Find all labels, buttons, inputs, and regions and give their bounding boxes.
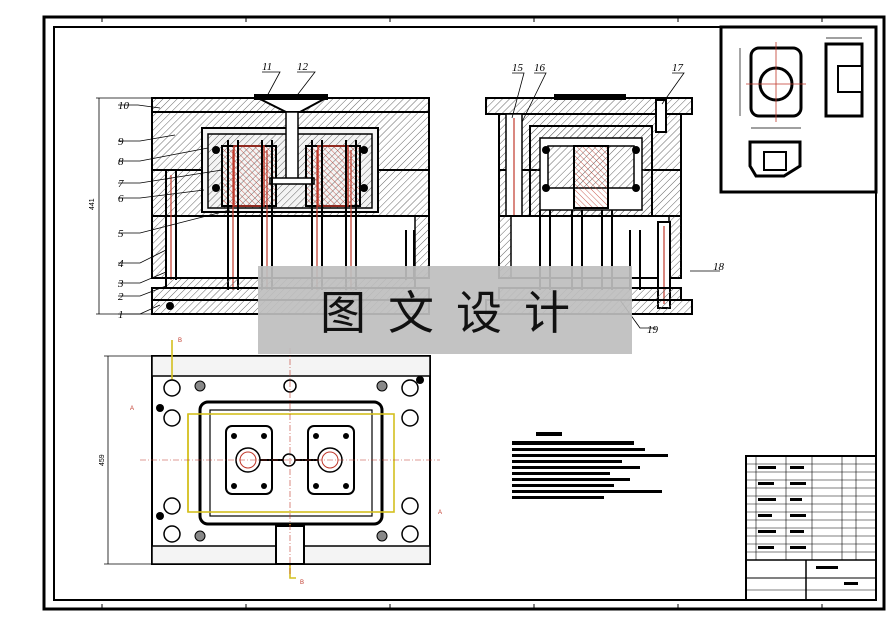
dimension-labels: 441 459 <box>89 198 106 466</box>
technical-notes-block <box>512 432 668 499</box>
part-label-9: 9 <box>118 136 124 148</box>
part-label-15: 15 <box>512 62 524 74</box>
plan-height-dimension: 459 <box>99 454 106 466</box>
part-number-labels: 10 9 8 7 6 5 4 3 2 1 11 12 15 16 17 18 1… <box>117 61 725 336</box>
section-marker-b-bottom: B <box>300 580 304 586</box>
part-label-16: 16 <box>534 62 546 74</box>
title-block <box>745 455 877 601</box>
plan-view <box>104 340 440 579</box>
part-label-17: 17 <box>672 62 684 74</box>
part-label-1: 1 <box>118 309 124 321</box>
part-label-10: 10 <box>118 100 130 112</box>
inner-border <box>53 26 877 601</box>
outer-border <box>42 15 886 611</box>
part-label-8: 8 <box>118 156 124 168</box>
front-height-dimension: 441 <box>89 198 96 210</box>
section-marker-labels: A A B B <box>130 338 442 586</box>
part-label-19: 19 <box>647 324 659 336</box>
part-label-2: 2 <box>118 291 124 303</box>
part-label-3: 3 <box>117 278 124 290</box>
section-marker-a-right: A <box>438 510 442 516</box>
watermark-text: 图文设计 <box>320 286 592 340</box>
watermark-banner: 图文设计 <box>258 266 632 354</box>
part-label-4: 4 <box>118 258 124 270</box>
part-label-5: 5 <box>118 228 124 240</box>
part-label-11: 11 <box>262 61 272 73</box>
section-marker-b-top: B <box>178 338 182 344</box>
section-marker-a-left: A <box>130 406 134 412</box>
part-label-12: 12 <box>297 61 309 73</box>
part-label-18: 18 <box>713 261 725 273</box>
border-ticks <box>101 17 823 609</box>
part-label-6: 6 <box>118 193 124 205</box>
part-label-7: 7 <box>118 178 124 190</box>
part-detail-view <box>719 25 878 194</box>
